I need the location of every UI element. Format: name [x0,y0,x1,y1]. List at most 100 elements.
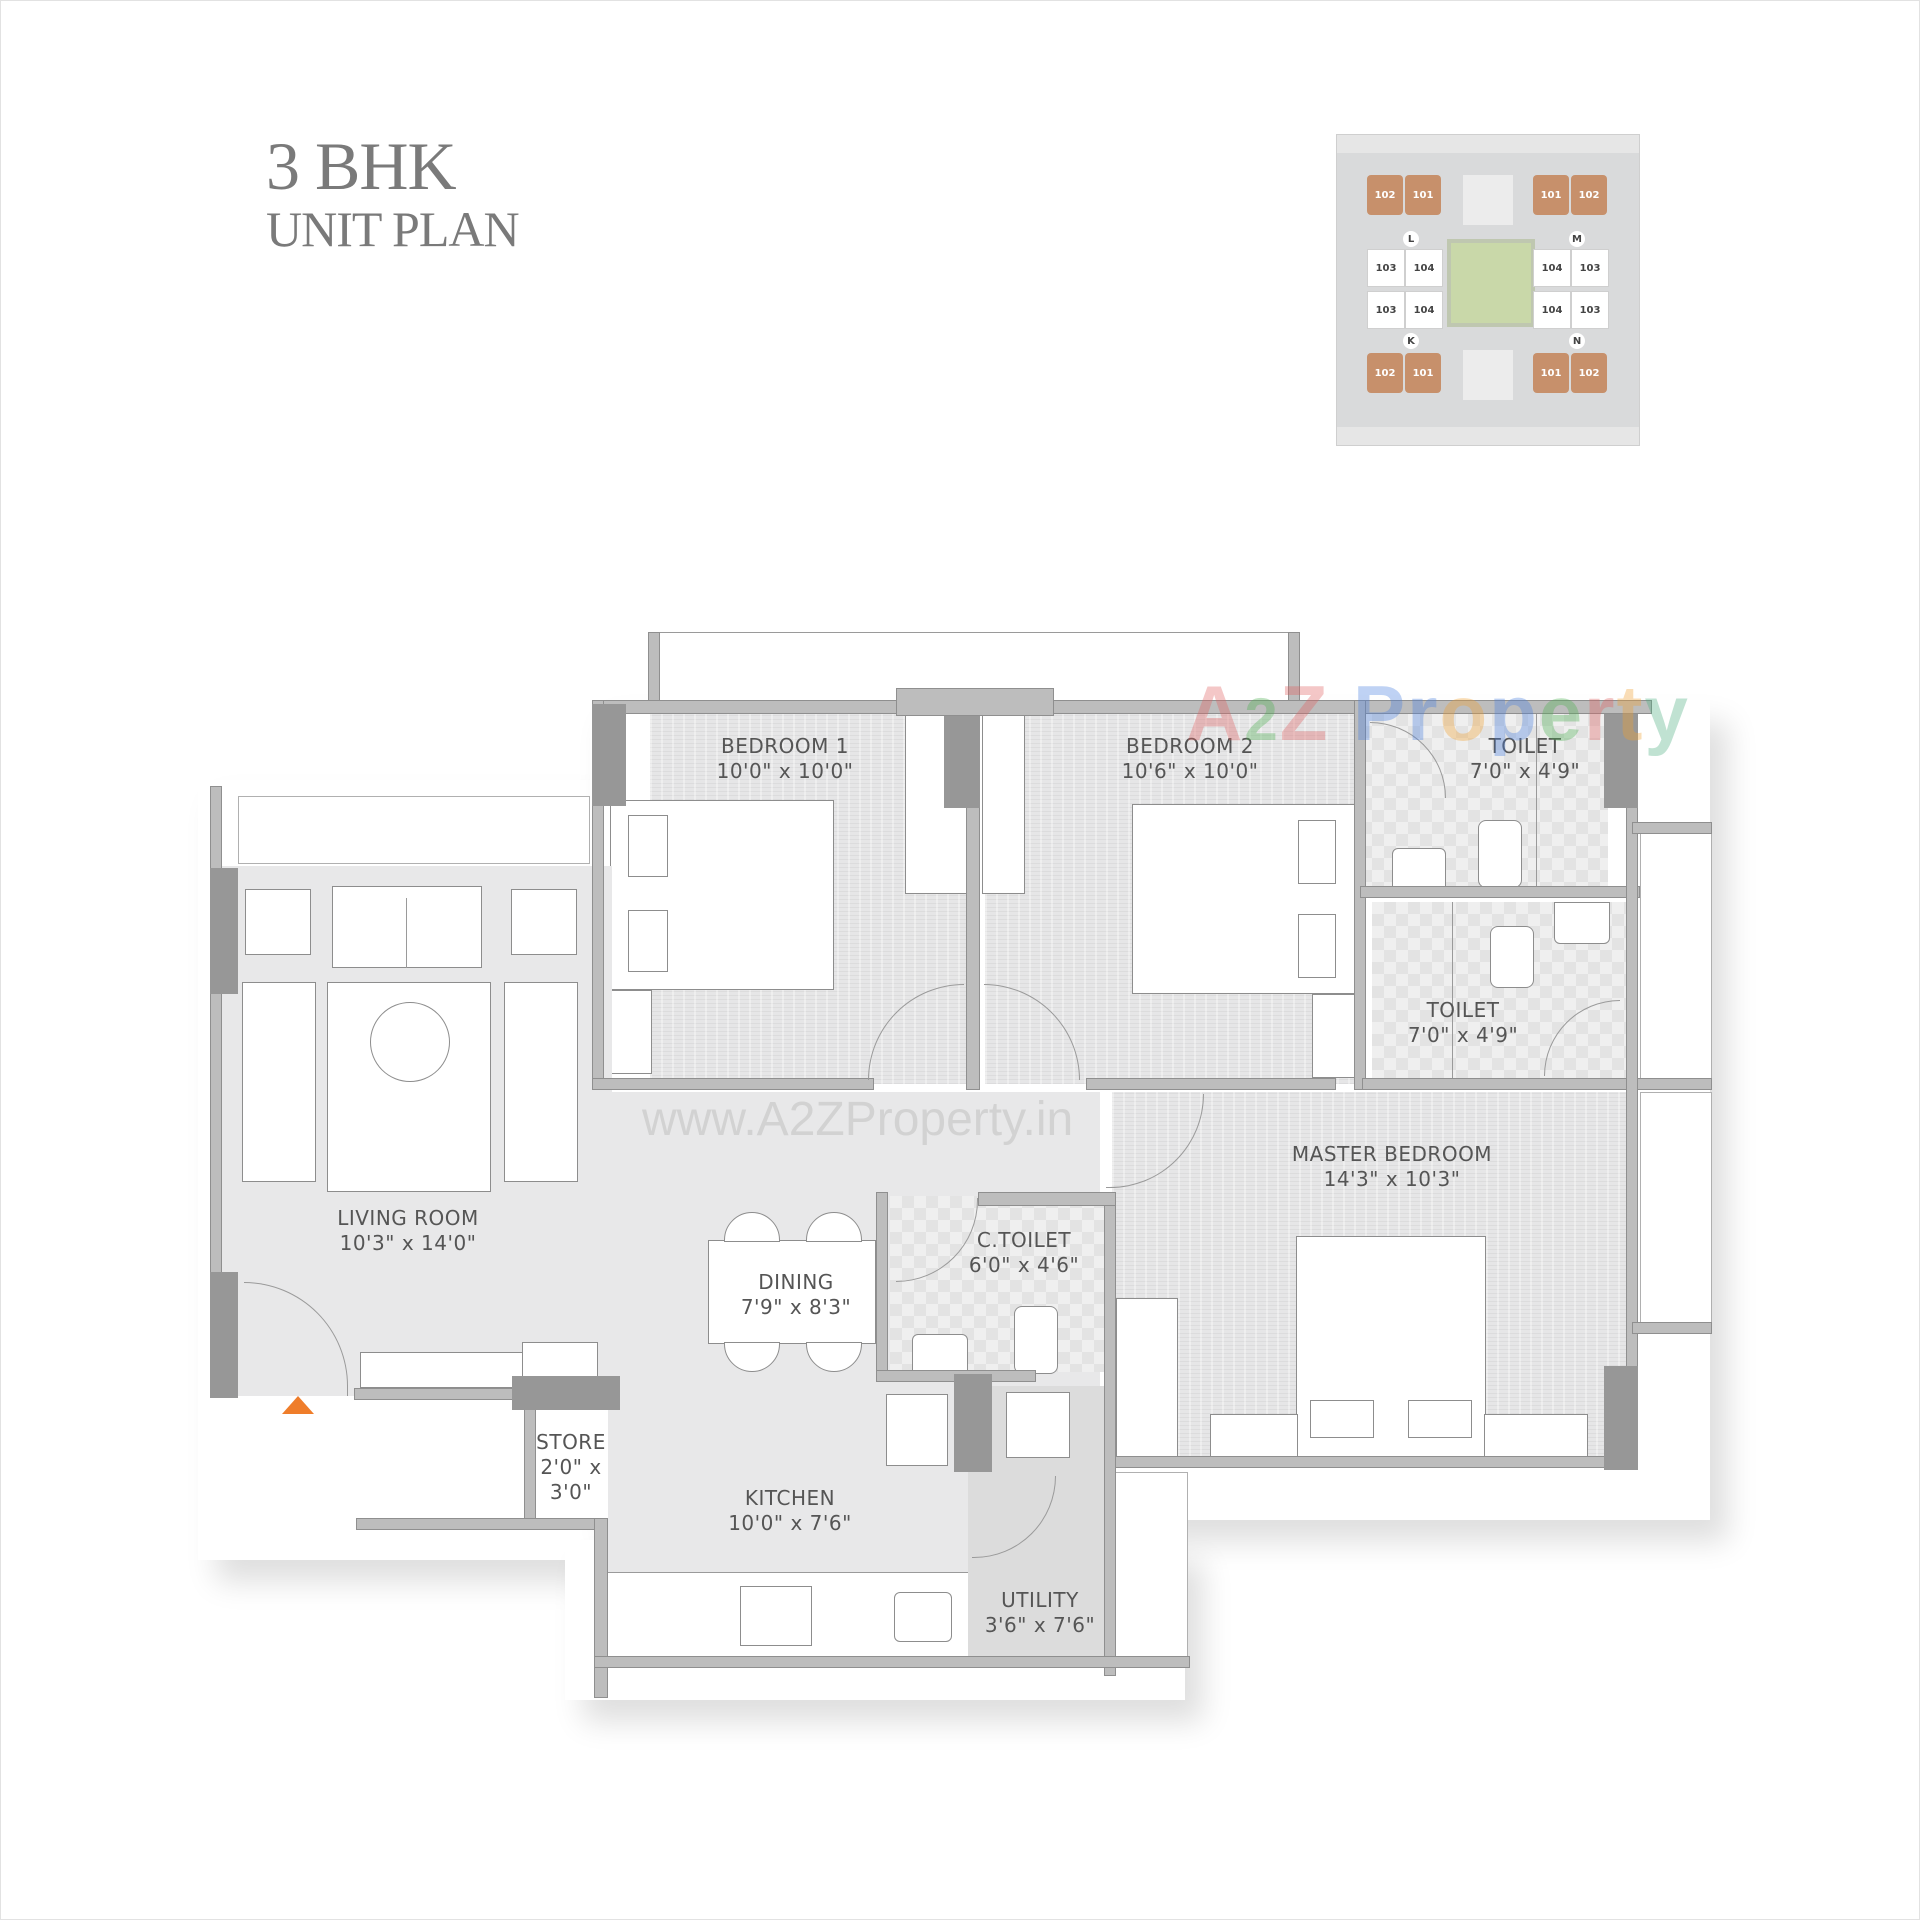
column [944,702,980,808]
room-size: 7'0" x 4'9" [1407,1023,1519,1047]
watermark-letter: p [1489,669,1539,757]
watermark-letter: t [1616,669,1645,757]
pillow-icon [1408,1400,1472,1438]
balcony-right-lower [1640,1092,1712,1328]
key-plan-unit: 103 [1367,291,1405,329]
key-plan-unit: 104 [1405,291,1443,329]
watermark-letter: e [1538,669,1585,757]
room-name: BEDROOM 1 [721,734,849,758]
watermark-logo: A2Z Property [1186,668,1690,759]
column [954,1374,992,1472]
balcony-right-upper [1640,826,1712,1082]
key-plan-parking-top [1463,175,1513,225]
side-table [245,889,311,955]
room-size: 7'0" x 4'9" [1469,759,1581,783]
beam [896,688,1054,716]
key-plan-unit: 101 [1405,353,1441,393]
column [512,1376,620,1410]
key-plan-unit: 101 [1405,175,1441,215]
watermark-letter: P [1329,669,1408,757]
pillow-icon [1298,914,1336,978]
room-size: 3'6" x 7'6" [984,1613,1096,1637]
key-plan-unit: 104 [1405,249,1443,287]
room-label-toilet2: TOILET 7'0" x 4'9" [1408,998,1518,1048]
wall [876,1192,888,1382]
room-name: KITCHEN [744,1486,836,1510]
store-floor [538,1410,606,1520]
room-label-master-bedroom: MASTER BEDROOM 14'3" x 10'3" [1292,1142,1492,1192]
wall [524,1396,536,1520]
sofa-divider [406,898,407,968]
wardrobe-master-bedroom [1116,1298,1178,1458]
room-size: 10'3" x 14'0" [339,1231,477,1255]
room-name: DINING [758,1270,834,1294]
dining-table [708,1240,876,1344]
wc-icon [1490,926,1534,988]
wall [594,1518,608,1698]
sofa-three-seater-left [242,982,316,1182]
title-bhk: 3 BHK [266,128,457,204]
balcony-living [238,796,590,864]
room-size: 7'9" x 8'3" [740,1295,852,1319]
key-plan-unit: 104 [1533,249,1571,287]
wall [592,1078,874,1090]
room-label-bedroom2: BEDROOM 2 10'6" x 10'0" [1122,734,1259,784]
key-plan-unit: 101 [1533,175,1569,215]
room-name: STORE [536,1430,606,1454]
pillow-icon [1298,820,1336,884]
room-size: 6'0" x 4'6" [968,1253,1080,1277]
watermark-letter: A [1186,669,1245,757]
washing-machine-icon [1006,1392,1070,1458]
watermark-letter: r [1584,669,1617,757]
room-label-toilet1: TOILET 7'0" x 4'9" [1470,734,1580,784]
side-table [1484,1414,1588,1458]
room-size: 10'0" x 10'0" [716,759,854,783]
room-label-utility: UTILITY 3'6" x 7'6" [985,1588,1095,1638]
key-plan-unit: 103 [1571,291,1609,329]
watermark-letter: y [1644,669,1690,757]
wall [1086,1078,1336,1090]
title-unit-plan: UNIT PLAN [266,201,520,257]
key-plan-core-k: K [1403,333,1419,349]
wall [356,1518,608,1530]
room-label-dining: DINING 7'9" x 8'3" [741,1270,851,1320]
column [1604,1366,1638,1470]
wall [1362,1078,1712,1090]
room-name: C.TOILET [976,1228,1072,1252]
watermark-letter: 2 [1244,686,1280,753]
entry-triangle-icon [282,1396,314,1414]
wash-basin-icon [912,1334,968,1374]
key-plan-unit: 102 [1571,175,1607,215]
key-plan-top-strip [1337,135,1639,153]
sofa-three-seater-right [504,982,578,1182]
key-plan-unit: 102 [1571,353,1607,393]
side-table [511,889,577,955]
room-size: 14'3" x 10'3" [1323,1167,1461,1191]
room-name: MASTER BEDROOM [1291,1142,1493,1166]
wall [1632,822,1712,834]
console [522,1342,598,1378]
room-size: 3'0" [549,1480,593,1504]
wall [1632,1322,1712,1334]
pillow-icon [1310,1400,1374,1438]
sink-icon [894,1592,952,1642]
room-label-bedroom1: BEDROOM 1 10'0" x 10'0" [717,734,854,784]
key-plan-unit: 102 [1367,175,1403,215]
plan-title: 3 BHK UNIT PLAN [266,128,520,257]
room-size: 2'0" x [540,1455,602,1479]
column [210,1272,238,1398]
wall [1104,1456,1638,1468]
room-size: 10'0" x 7'6" [728,1511,852,1535]
room-size: 10'6" x 10'0" [1121,759,1259,783]
key-plan-unit: 101 [1533,353,1569,393]
wall [1104,1196,1116,1676]
wash-basin-icon [1554,902,1610,944]
room-label-living-room: LIVING ROOM 10'3" x 14'0" [337,1206,479,1256]
key-plan-unit: 102 [1367,353,1403,393]
wall [354,1388,522,1400]
room-name: TOILET [1488,734,1562,758]
shoe-rack [360,1352,528,1388]
sofa-two-seater [332,886,482,968]
fridge-icon [886,1394,948,1466]
